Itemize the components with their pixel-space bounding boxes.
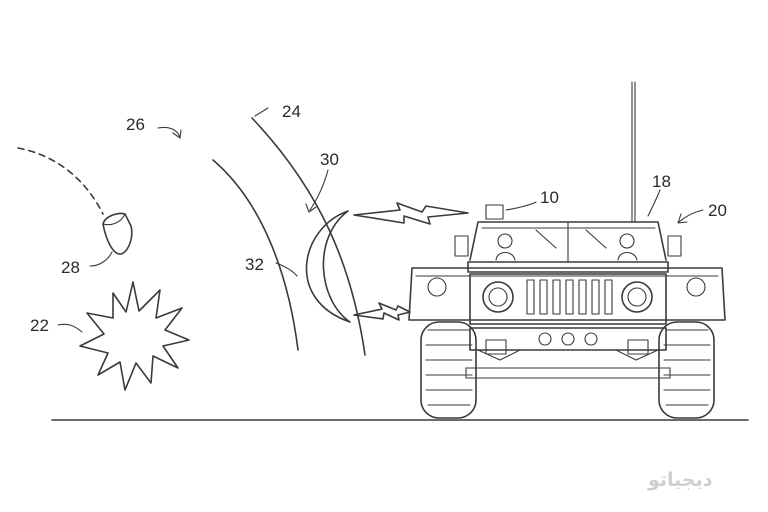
label-projectile: 28 [61, 258, 80, 277]
inner-field-leader [275, 262, 298, 277]
upper-lightning-icon [353, 202, 469, 225]
label-vehicle: 10 [540, 188, 559, 207]
label-antenna: 18 [652, 172, 671, 191]
watermark-logo: دیجیاتو [647, 469, 713, 491]
antenna-leader [647, 189, 661, 217]
label-system: 20 [708, 201, 727, 220]
label-inner-field: 32 [245, 255, 264, 274]
outer-zone-arc [212, 159, 299, 351]
shield-arc [251, 117, 366, 356]
zone-arrow-icon [157, 126, 182, 139]
system-arrow-icon [677, 209, 704, 224]
explosion-icon [79, 281, 190, 391]
label-dome-emitter: 30 [320, 150, 339, 169]
label-shield: 24 [282, 102, 301, 121]
projectile-icon [102, 212, 133, 255]
dome-arrow-icon [305, 169, 329, 213]
projectile-trajectory [17, 147, 104, 215]
label-explosion: 22 [30, 316, 49, 335]
explosion-leader [57, 323, 83, 333]
lower-lightning-icon [353, 302, 411, 321]
vehicle [408, 81, 726, 419]
label-outer-zone: 26 [126, 115, 145, 134]
vehicle-leader [505, 201, 537, 211]
projectile-leader [89, 251, 113, 267]
shield-leader [254, 107, 269, 117]
crescent-shield [305, 210, 351, 323]
